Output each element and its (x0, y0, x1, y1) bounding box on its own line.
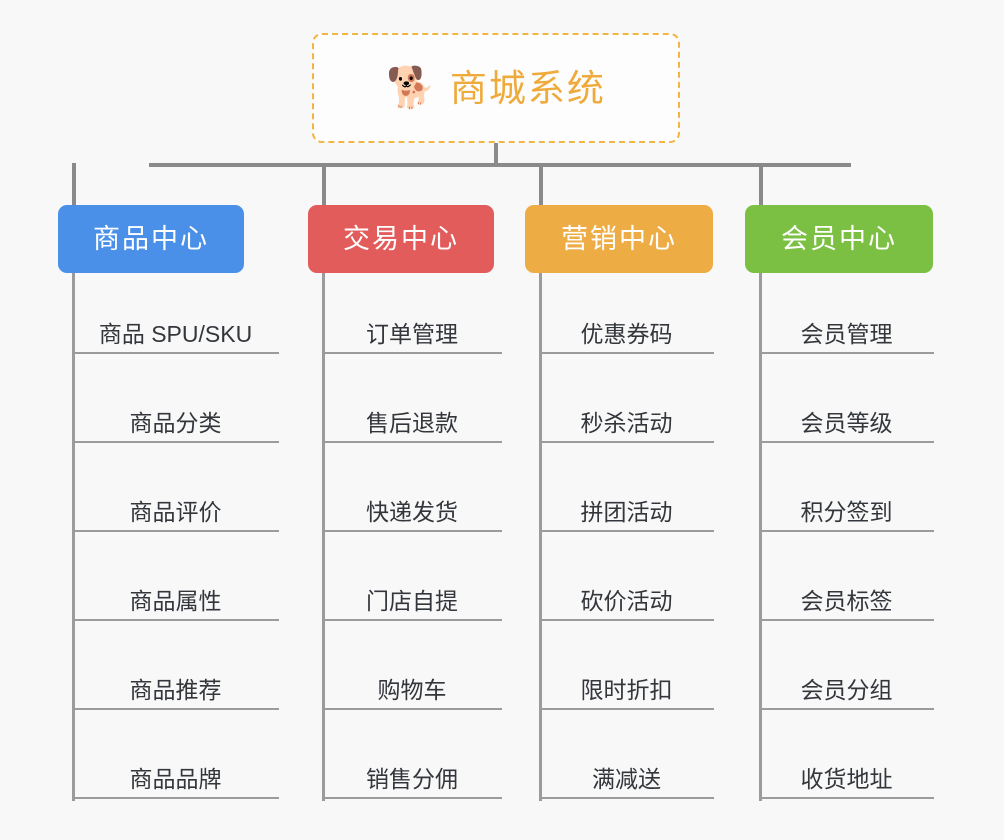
connector-drop-trade-center (322, 163, 326, 206)
category-box-trade-center[interactable]: 交易中心 (308, 205, 494, 273)
leaf-item-label: 会员标签 (800, 588, 893, 615)
leaf-item-label: 商品推荐 (129, 677, 222, 704)
leaf-item[interactable]: 会员管理 (759, 273, 934, 354)
leaf-item-label: 购物车 (377, 677, 447, 704)
leaf-item[interactable]: 会员分组 (759, 629, 934, 710)
connector-drop-marketing-center (539, 163, 543, 206)
leaf-item[interactable]: 商品评价 (72, 451, 279, 532)
leaf-item-label: 快递发货 (366, 499, 458, 526)
column-trunk-marketing-center (539, 273, 542, 801)
root-node[interactable]: 🐕 商城系统 (312, 33, 680, 143)
leaf-item-label: 收货地址 (800, 766, 893, 793)
leaf-item-label: 商品 SPU/SKU (98, 321, 253, 348)
column-trunk-trade-center (322, 273, 325, 801)
root-title: 商城系统 (449, 67, 606, 109)
category-column-marketing-center: 优惠券码秒杀活动拼团活动砍价活动限时折扣满减送 (539, 273, 718, 807)
leaf-item-label: 销售分佣 (366, 766, 458, 793)
leaf-item-label: 砍价活动 (580, 588, 673, 615)
leaf-item-label: 商品品牌 (129, 766, 222, 793)
connector-horizontal-bar (149, 163, 851, 167)
leaf-item[interactable]: 售后退款 (322, 362, 502, 443)
leaf-item-label: 商品分类 (129, 410, 222, 437)
leaf-item-label: 商品评价 (129, 499, 222, 526)
leaf-item[interactable]: 积分签到 (759, 451, 934, 532)
leaf-item[interactable]: 会员等级 (759, 362, 934, 443)
leaf-item[interactable]: 商品分类 (72, 362, 279, 443)
leaf-item[interactable]: 商品推荐 (72, 629, 279, 710)
shiba-dog-face-icon: 🐕 (386, 66, 436, 110)
leaf-item[interactable]: 满减送 (539, 718, 714, 799)
leaf-item[interactable]: 拼团活动 (539, 451, 714, 532)
leaf-item-label: 售后退款 (366, 410, 458, 437)
category-label: 会员中心 (781, 223, 897, 254)
leaf-item[interactable]: 商品 SPU/SKU (72, 273, 279, 354)
leaf-item[interactable]: 商品属性 (72, 540, 279, 621)
column-trunk-member-center (759, 273, 762, 801)
leaf-item-label: 商品属性 (129, 588, 222, 615)
category-box-product-center[interactable]: 商品中心 (58, 205, 244, 273)
leaf-item[interactable]: 收货地址 (759, 718, 934, 799)
leaf-item-label: 秒杀活动 (580, 410, 673, 437)
leaf-item-label: 会员分组 (800, 677, 893, 704)
category-label: 营销中心 (561, 223, 677, 254)
leaf-item[interactable]: 快递发货 (322, 451, 502, 532)
connector-drop-member-center (759, 163, 763, 206)
leaf-item[interactable]: 秒杀活动 (539, 362, 714, 443)
leaf-item[interactable]: 优惠券码 (539, 273, 714, 354)
leaf-item-label: 满减送 (592, 766, 661, 793)
category-column-member-center: 会员管理会员等级积分签到会员标签会员分组收货地址 (759, 273, 938, 807)
connector-root-stem (494, 143, 498, 167)
leaf-item-label: 优惠券码 (580, 321, 673, 348)
category-column-product-center: 商品 SPU/SKU 商品分类商品评价商品属性商品推荐商品品牌 (72, 273, 283, 807)
leaf-item[interactable]: 购物车 (322, 629, 502, 710)
leaf-item[interactable]: 限时折扣 (539, 629, 714, 710)
leaf-item-label: 拼团活动 (580, 499, 673, 526)
category-label: 交易中心 (343, 223, 459, 254)
category-label: 商品中心 (93, 223, 209, 254)
leaf-item-label: 限时折扣 (580, 677, 673, 704)
leaf-item[interactable]: 砍价活动 (539, 540, 714, 621)
category-box-marketing-center[interactable]: 营销中心 (525, 205, 713, 273)
leaf-item[interactable]: 会员标签 (759, 540, 934, 621)
leaf-item-label: 订单管理 (366, 321, 458, 348)
category-column-trade-center: 订单管理售后退款快递发货门店自提购物车销售分佣 (322, 273, 506, 807)
leaf-item[interactable]: 门店自提 (322, 540, 502, 621)
leaf-item-label: 会员等级 (800, 410, 893, 437)
leaf-item-label: 积分签到 (800, 499, 893, 526)
leaf-item[interactable]: 订单管理 (322, 273, 502, 354)
column-trunk-product-center (72, 273, 75, 801)
leaf-item-label: 门店自提 (366, 588, 458, 615)
leaf-item-label: 会员管理 (800, 321, 893, 348)
leaf-item[interactable]: 销售分佣 (322, 718, 502, 799)
leaf-item[interactable]: 商品品牌 (72, 718, 279, 799)
connector-drop-product-center (72, 163, 76, 206)
category-box-member-center[interactable]: 会员中心 (745, 205, 933, 273)
